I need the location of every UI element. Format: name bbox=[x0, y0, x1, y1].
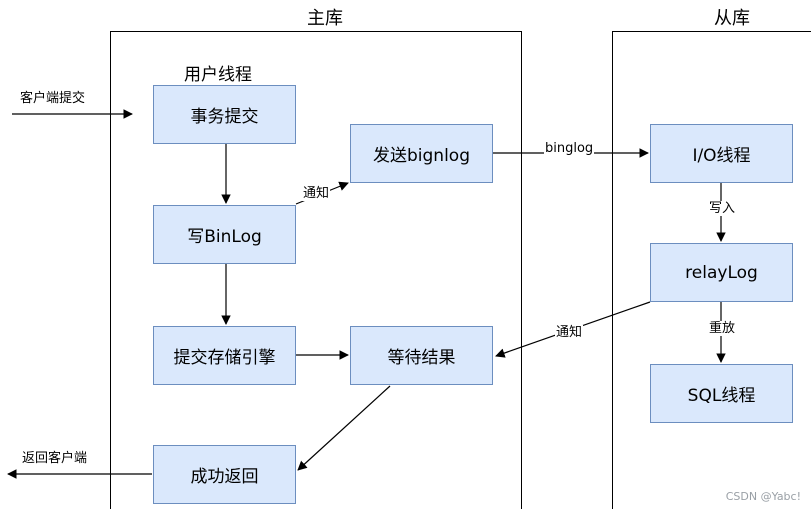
label-binlog-transfer: binglog bbox=[544, 141, 595, 156]
label-replay: 重放 bbox=[708, 321, 737, 336]
label-client-commit: 客户端提交 bbox=[20, 91, 86, 106]
watermark: CSDN @Yabc! bbox=[725, 490, 801, 503]
node-wait-result: 等待结果 bbox=[350, 326, 493, 385]
label-notify-wait: 通知 bbox=[555, 325, 584, 340]
label-write-in: 写入 bbox=[708, 201, 737, 216]
edge-wait-to-success bbox=[297, 385, 391, 471]
node-commit-transaction: 事务提交 bbox=[153, 85, 296, 144]
node-send-binlog: 发送bignlog bbox=[350, 124, 493, 183]
main-db-title: 主库 bbox=[307, 8, 343, 29]
node-write-binlog: 写BinLog bbox=[153, 205, 296, 264]
node-success-return: 成功返回 bbox=[153, 445, 296, 504]
replica-db-region bbox=[612, 31, 811, 509]
label-return-client: 返回客户端 bbox=[22, 451, 88, 466]
user-thread-label: 用户线程 bbox=[184, 65, 252, 85]
node-io-thread: I/O线程 bbox=[650, 124, 793, 183]
node-sql-thread: SQL线程 bbox=[650, 364, 793, 423]
main-db-region bbox=[110, 31, 522, 509]
node-relay-log: relayLog bbox=[650, 243, 793, 302]
node-commit-engine: 提交存储引擎 bbox=[153, 326, 296, 385]
label-notify-send: 通知 bbox=[302, 186, 331, 201]
replica-db-title: 从库 bbox=[714, 8, 750, 29]
